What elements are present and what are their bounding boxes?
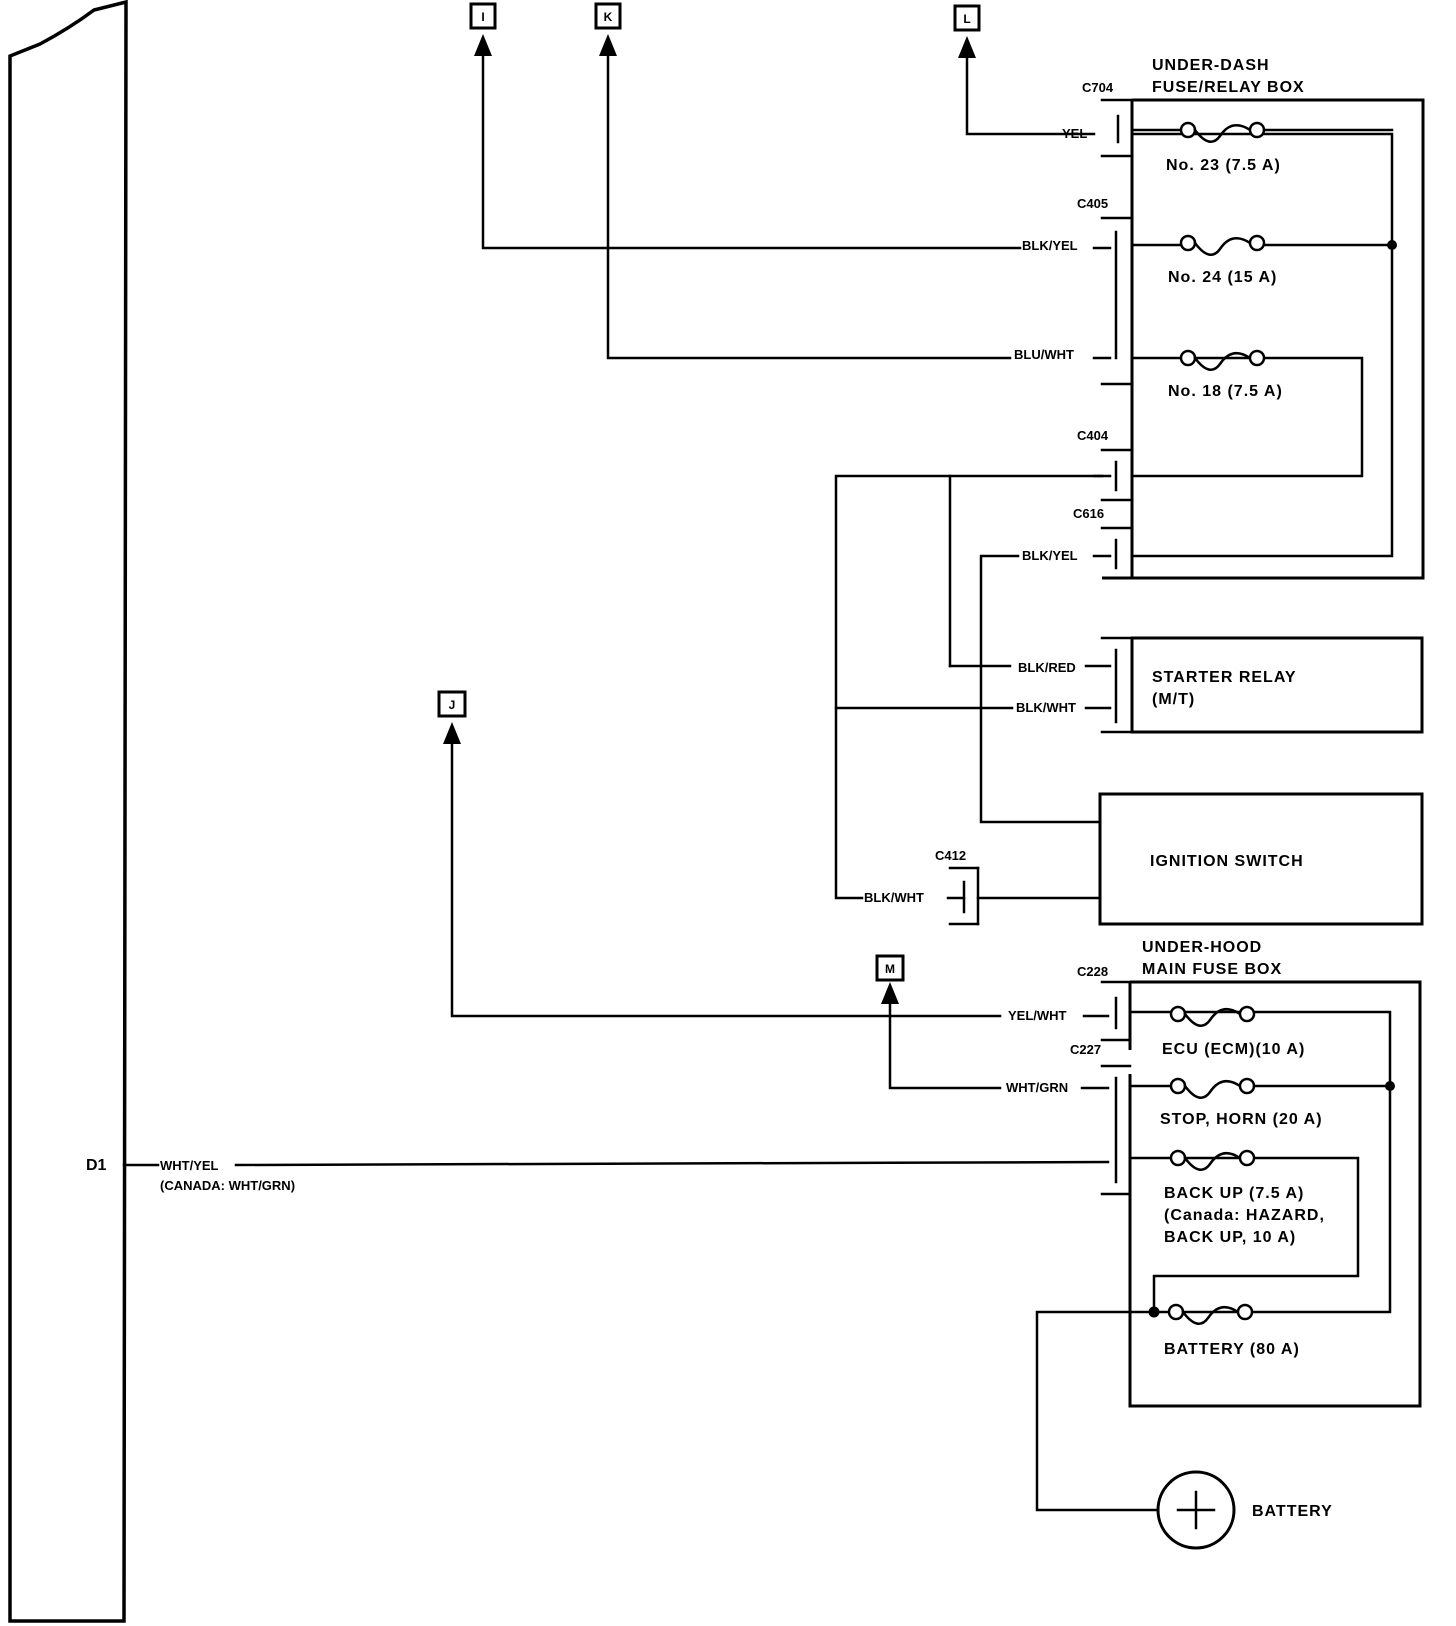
under-hood-internal-bus [1128,1010,1392,1314]
connector-c227: C227 [1070,1042,1101,1057]
battery-label: BATTERY [1252,1503,1333,1520]
starter-relay-box [1130,636,1424,734]
under-dash-box [1102,98,1425,580]
svg-text:No. 18 (7.5 A): No. 18 (7.5 A) [1168,383,1283,400]
under-hood-title-1: UNDER-HOOD [1142,939,1262,956]
ref-l-marker: L [953,4,981,58]
fuse-no-24: No. 24 (15 A) [1130,234,1394,286]
wire-label-blk-wht-relay: BLK/WHT [1016,700,1076,715]
wire-label-yel-wht: YEL/WHT [1008,1008,1067,1023]
ignition-switch-label: IGNITION SWITCH [1150,853,1304,870]
wire-c404-to-relay [834,474,1104,900]
battery-symbol [1156,1470,1236,1550]
under-hood-box [1128,980,1422,1408]
wire-k-blu-wht [606,54,1012,360]
svg-text:M: M [885,962,895,976]
svg-text:ECU (ECM)(10 A): ECU (ECM)(10 A) [1162,1041,1305,1058]
ref-k-marker: K [594,2,622,56]
fuse-battery: BATTERY (80 A) [1164,1303,1300,1358]
fuse-stop-horn: STOP, HORN (20 A) [1128,1077,1392,1128]
svg-text:BACK UP (7.5 A): BACK UP (7.5 A) [1164,1185,1304,1202]
connector-c412: C412 [935,848,966,863]
wire-label-blu-wht: BLU/WHT [1014,347,1074,362]
under-hood-connector-hardware [1100,980,1132,1196]
starter-relay-label-1: STARTER RELAY [1152,669,1297,686]
wire-label-blk-red: BLK/RED [1018,660,1076,675]
svg-text:I: I [481,10,484,24]
wire-label-blk-yel-2: BLK/YEL [1022,548,1078,563]
svg-text:J: J [449,698,456,712]
under-dash-title-2: FUSE/RELAY BOX [1152,79,1305,96]
under-dash-connector-hardware [1100,98,1134,570]
starter-relay-label-2: (M/T) [1152,691,1195,708]
wire-label-wht-grn: WHT/GRN [1006,1080,1068,1095]
connector-c616: C616 [1073,506,1104,521]
wire-label-blk-wht-ign: BLK/WHT [864,890,924,905]
svg-text:K: K [604,10,613,24]
ref-m-marker: M [875,954,905,1004]
svg-text:L: L [963,12,970,26]
wire-l-yel [965,56,1096,136]
svg-text:BACK UP, 10 A): BACK UP, 10 A) [1164,1229,1296,1246]
ref-i-marker: I [469,2,497,56]
under-hood-title-2: MAIN FUSE BOX [1142,961,1282,978]
under-dash-title-1: UNDER-DASH [1152,57,1270,74]
fuse-no-23: No. 23 (7.5 A) [1130,121,1394,174]
fuse-no-18: No. 18 (7.5 A) [1168,349,1283,400]
wire-label-d1: WHT/YEL [160,1158,219,1173]
wire-label-d1-note: (CANADA: WHT/GRN) [160,1178,295,1193]
svg-text:No. 23 (7.5 A): No. 23 (7.5 A) [1166,157,1281,174]
wire-j-yel-wht [450,742,1002,1018]
connector-c228: C228 [1077,964,1108,979]
svg-text:STOP, HORN (20 A): STOP, HORN (20 A) [1160,1111,1323,1128]
c412-connector [946,866,980,926]
connector-c404: C404 [1077,428,1109,443]
wire-i-blk-yel [481,54,1022,250]
ref-j-marker: J [437,690,467,744]
wire-label-blk-yel-1: BLK/YEL [1022,238,1078,253]
under-dash-internal-bus [1130,132,1394,558]
wire-c616-to-ignition [979,554,1102,824]
svg-text:(Canada: HAZARD,: (Canada: HAZARD, [1164,1207,1325,1224]
svg-text:No. 24 (15 A): No. 24 (15 A) [1168,269,1277,286]
connector-c405: C405 [1077,196,1108,211]
ignition-switch-box [1098,792,1424,926]
fuse-back-up: BACK UP (7.5 A) (Canada: HAZARD, BACK UP… [1164,1149,1325,1246]
wire-to-battery [1035,1310,1160,1512]
wire-m-wht-grn [888,1002,1002,1090]
connector-c704: C704 [1082,80,1114,95]
ecu-connector-body [8,0,128,1623]
fuse-ecu: ECU (ECM)(10 A) [1162,1005,1305,1058]
ecu-pin-label: D1 [86,1157,107,1174]
svg-text:BATTERY (80 A): BATTERY (80 A) [1164,1341,1300,1358]
